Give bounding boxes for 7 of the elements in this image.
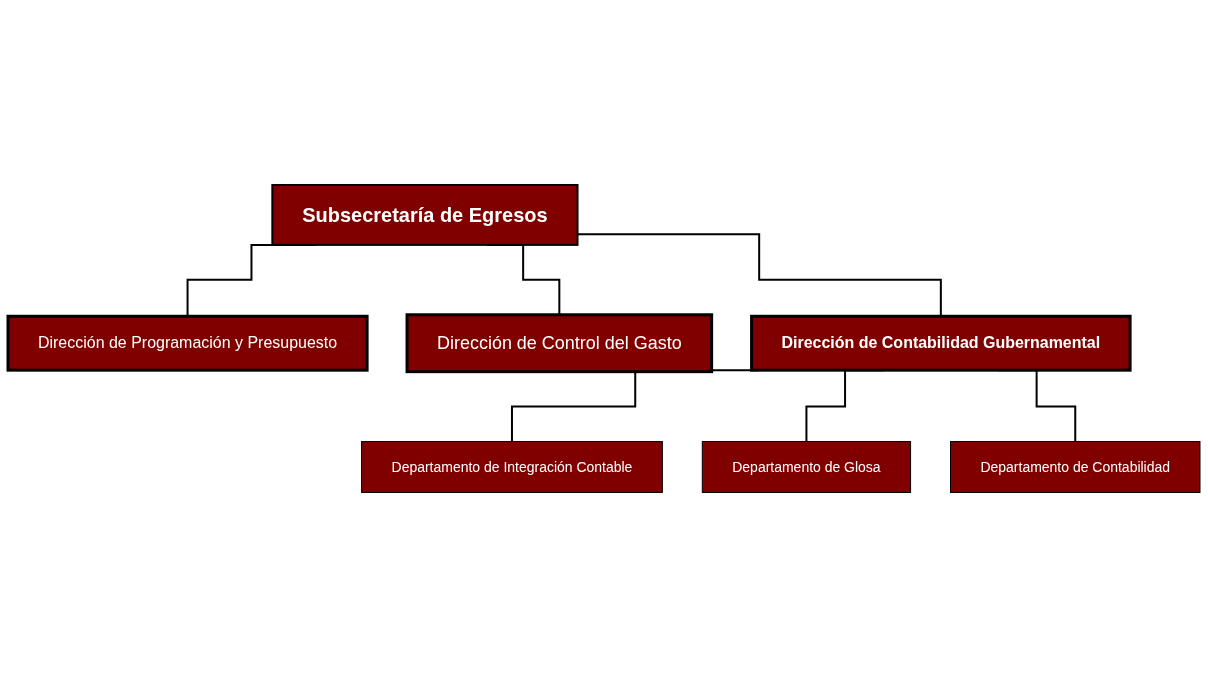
node-box: Subsecretaría de Egresos	[271, 183, 579, 246]
node-box: Departamento de Glosa	[701, 440, 912, 493]
node-box: Departamento de Integración Contable	[361, 440, 663, 493]
node-box: Dirección de Contabilidad Gubernamental	[750, 314, 1132, 372]
node-box: Dirección de Control del Gasto	[405, 313, 714, 373]
node-box: Dirección de Programación y Presupuesto	[6, 314, 369, 372]
node-box: Departamento de Contabilidad	[950, 440, 1201, 493]
